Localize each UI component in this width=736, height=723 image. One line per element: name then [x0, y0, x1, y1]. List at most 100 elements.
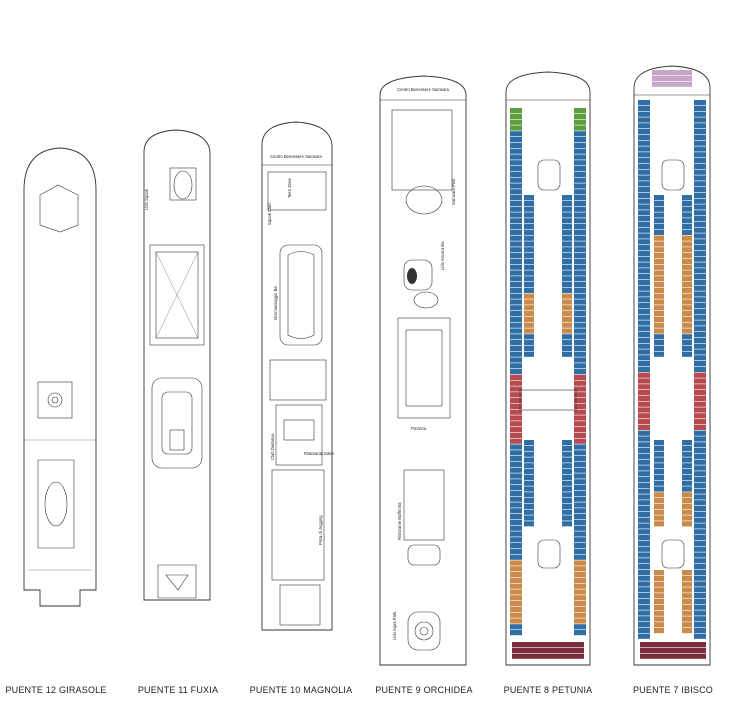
cabin-cell: [640, 642, 706, 648]
cabin-cell: [510, 479, 522, 485]
cabin-cell: [524, 480, 534, 486]
cabin-cell: [562, 486, 572, 492]
cabin-cell: [510, 467, 522, 473]
cabin-cell: [510, 241, 522, 247]
cabin-cell: [694, 181, 706, 187]
cabin-cell: [654, 593, 664, 599]
cabin-cell: [638, 233, 650, 239]
cabin-cell: [510, 282, 522, 288]
cabin-cell: [694, 140, 706, 146]
cabin-cell: [694, 175, 706, 181]
cabin-cell: [574, 606, 586, 612]
cabin-cell: [574, 311, 586, 317]
cabin-cell: [510, 398, 522, 404]
cabin-cell: [510, 554, 522, 560]
cabin-cell: [510, 560, 522, 566]
cabin-cell: [694, 413, 706, 419]
cabin-cell: [574, 624, 586, 630]
cabin-cell: [524, 469, 534, 475]
cabin-cell: [574, 229, 586, 235]
cabin-cell: [694, 332, 706, 338]
cabin-cell: [682, 492, 692, 498]
cabin-cell: [694, 616, 706, 622]
cabin-cell: [574, 601, 586, 607]
cabin-cell: [638, 355, 650, 361]
cabin-cell: [574, 316, 586, 322]
cabin-cell: [574, 612, 586, 618]
cabin-cell: [510, 380, 522, 386]
cabin-cell: [654, 351, 664, 357]
cabin-cell: [694, 355, 706, 361]
cabin-cell: [510, 473, 522, 479]
cabin-cell: [638, 210, 650, 216]
cabin-cell: [694, 291, 706, 297]
cabin-cell: [574, 270, 586, 276]
cabin-cell: [654, 253, 664, 259]
cabin-cell: [574, 461, 586, 467]
cabin-cell: [524, 212, 534, 218]
cabin-cell: [654, 328, 664, 334]
cabin-cell: [510, 287, 522, 293]
cabin-cell: [574, 241, 586, 247]
cabin-cell: [682, 593, 692, 599]
cabin-cell: [574, 171, 586, 177]
cabin-cell: [654, 282, 664, 288]
cabin-cell: [510, 427, 522, 433]
cabin-cell: [524, 457, 534, 463]
cabin-cell: [574, 357, 586, 363]
cabin-cell: [682, 445, 692, 451]
cabin-cell: [638, 221, 650, 227]
cabin-cell: [510, 131, 522, 137]
cabin-cell: [638, 610, 650, 616]
cabin-cell: [510, 543, 522, 549]
cabin-cell: [562, 264, 572, 270]
cabin-cell: [562, 457, 572, 463]
cabin-cell: [562, 498, 572, 504]
cabin-cell: [694, 279, 706, 285]
cabin-cell: [654, 235, 664, 241]
cabin-cell: [574, 282, 586, 288]
cabin-cell: [652, 81, 692, 87]
cabin-cell: [574, 328, 586, 334]
cabin-cell: [574, 264, 586, 270]
cabin-cell: [574, 398, 586, 404]
cabin-cell: [638, 540, 650, 546]
cabin-cell: [562, 474, 572, 480]
cabin-cell: [682, 264, 692, 270]
cabin-cell: [562, 293, 572, 299]
cabin-cell: [694, 198, 706, 204]
deck10-teen-zone-label: Teen Zone: [287, 178, 292, 198]
cabin-cell: [654, 486, 664, 492]
cabin-cell: [638, 581, 650, 587]
cabin-cell: [682, 334, 692, 340]
cabin-cell: [638, 100, 650, 106]
cabin-cell: [574, 125, 586, 131]
cabin-cell: [640, 647, 706, 653]
cabin-cell: [562, 235, 572, 241]
cabin-cell: [682, 229, 692, 235]
cabin-cell: [510, 340, 522, 346]
cabin-cell: [510, 485, 522, 491]
cabin-cell: [654, 581, 664, 587]
cabin-cell: [510, 200, 522, 206]
cabin-cell: [574, 351, 586, 357]
cabin-cell: [682, 200, 692, 206]
cabin-cell: [654, 206, 664, 212]
cabin-cell: [694, 256, 706, 262]
cabin-cell: [524, 229, 534, 235]
cabin-cell: [682, 345, 692, 351]
cabin-cell: [638, 482, 650, 488]
cabin-cell: [694, 163, 706, 169]
cabin-cell: [638, 511, 650, 517]
cabin-cell: [638, 123, 650, 129]
cabin-cell: [574, 618, 586, 624]
cabin-cell: [510, 369, 522, 375]
cabin-cell: [694, 558, 706, 564]
deck10-pista-jogging-label: Pista di Jogging: [318, 515, 323, 545]
cabin-cell: [574, 630, 586, 636]
cabin-cell: [510, 363, 522, 369]
cabin-cell: [524, 351, 534, 357]
cabin-cell: [510, 403, 522, 409]
cabin-cell: [574, 212, 586, 218]
deck10-club-dadance-label: Club Dadance: [270, 433, 275, 460]
